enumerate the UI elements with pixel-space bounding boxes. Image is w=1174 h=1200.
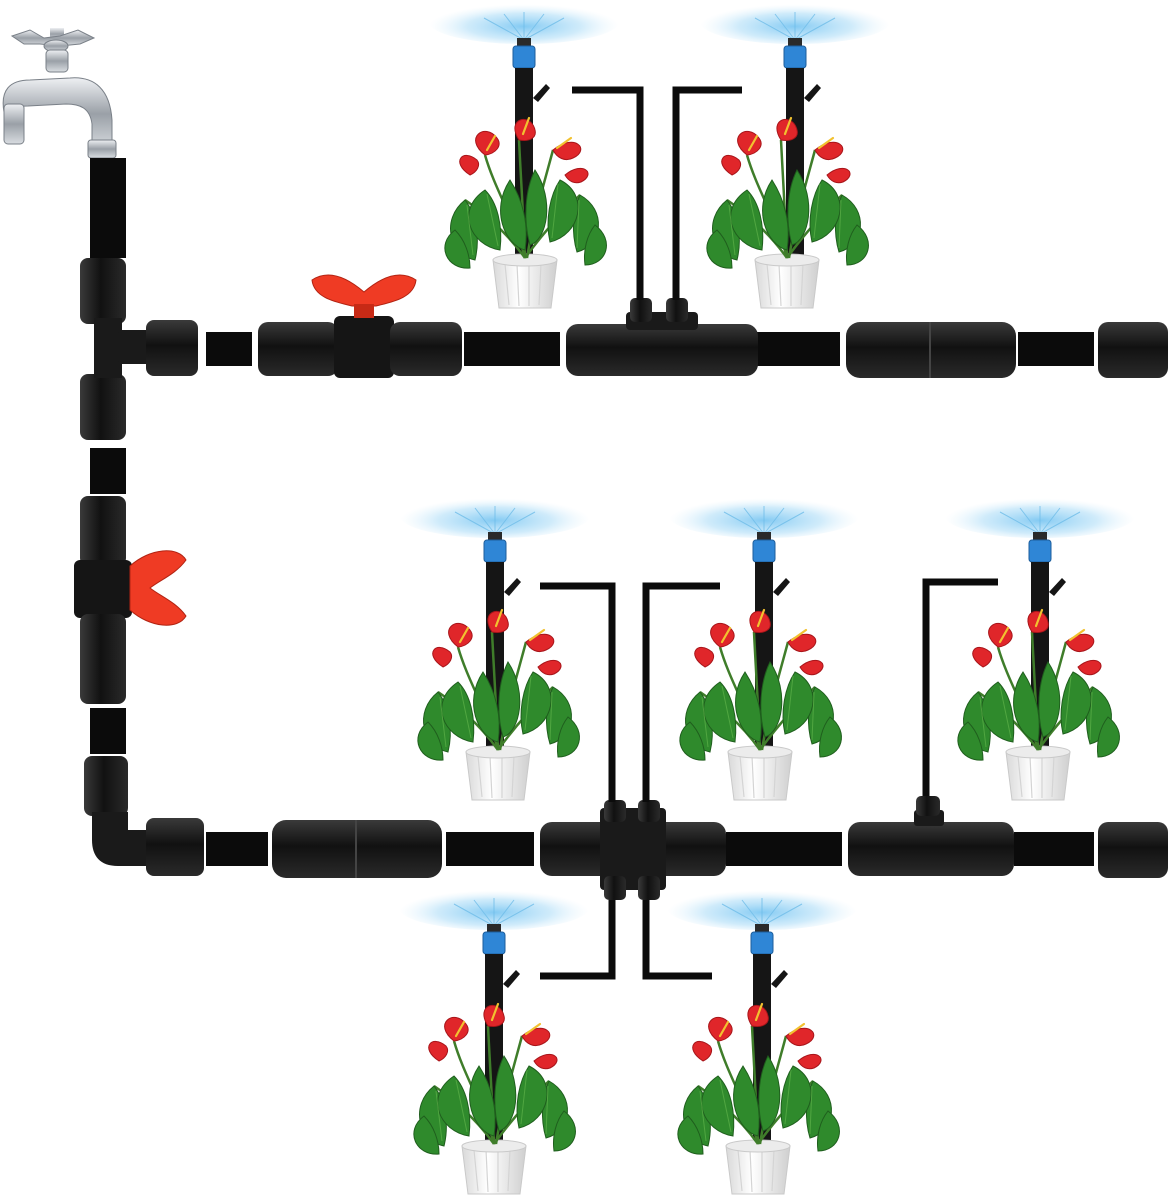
main-pipe-top (206, 332, 1094, 366)
tee-connector-icon (848, 796, 1014, 876)
ball-valve-icon (258, 274, 462, 378)
potted-plant-5 (944, 493, 1136, 802)
potted-plant-4 (668, 493, 860, 802)
micro-tube-icon (572, 86, 742, 300)
tee-connector-icon (80, 258, 198, 440)
multi-outlet-tee-icon (566, 298, 758, 376)
main-pipe-vertical (90, 158, 126, 754)
end-plug-icon (1098, 822, 1168, 878)
ball-valve-icon (74, 496, 187, 704)
potted-plant-7 (666, 885, 858, 1196)
straight-coupler-icon (272, 820, 442, 878)
potted-plant-2 (699, 0, 891, 310)
potted-plant-3 (399, 493, 591, 802)
faucet-icon (2, 28, 117, 159)
end-plug-icon (1098, 322, 1168, 378)
straight-coupler-icon (846, 322, 1016, 378)
micro-tube-icon (540, 578, 998, 980)
potted-plant-6 (398, 885, 590, 1196)
potted-plant-1 (428, 0, 620, 310)
multi-outlet-tee-icon (540, 800, 726, 900)
elbow-connector-icon (84, 756, 204, 876)
main-pipe-bottom (206, 832, 1094, 866)
